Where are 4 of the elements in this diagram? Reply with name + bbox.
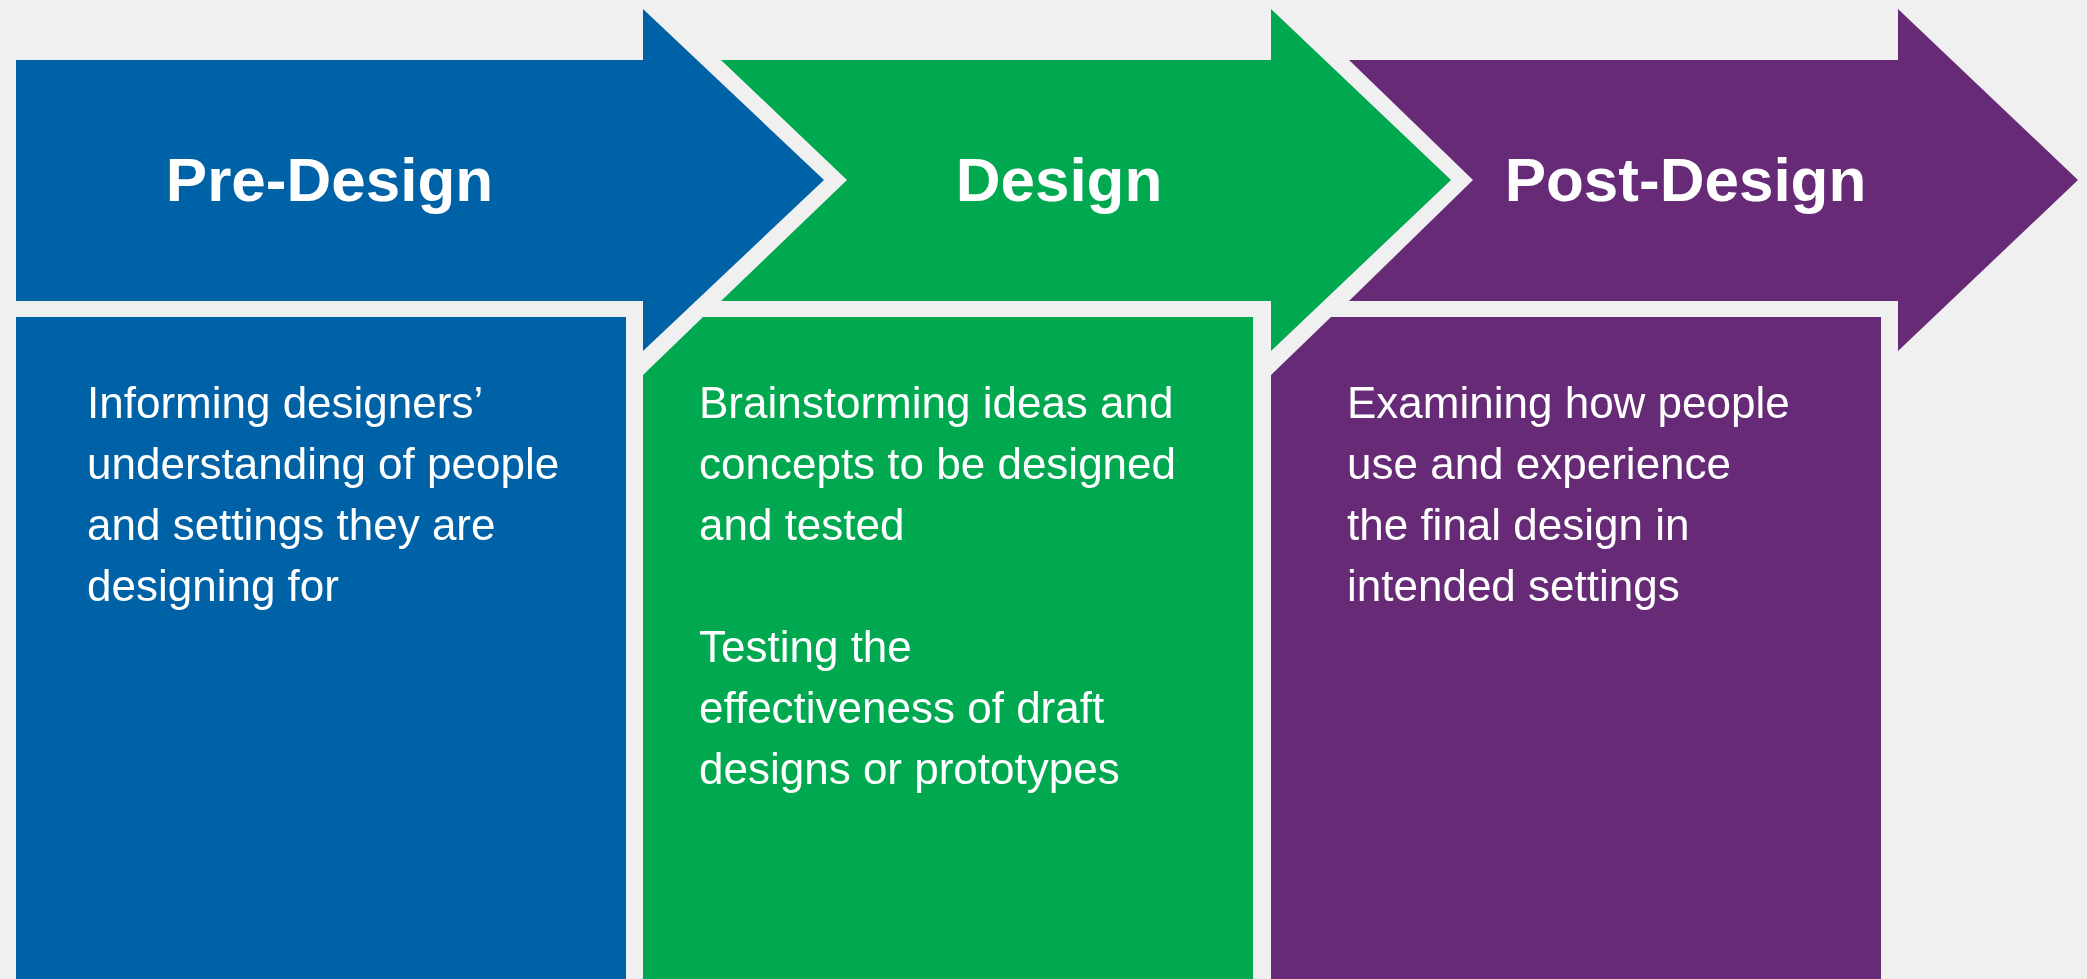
description-text: Brainstorming ideas and concepts to be designed and tested bbox=[699, 377, 1178, 551]
description-text: Testing the effectiveness of draft designs or prototypes bbox=[699, 621, 1121, 795]
description-text: Examining how people use and experience the final design in intended settings bbox=[1347, 377, 1791, 612]
description-text: Informing designers’ understanding of people and settings they are designing for bbox=[87, 377, 561, 612]
